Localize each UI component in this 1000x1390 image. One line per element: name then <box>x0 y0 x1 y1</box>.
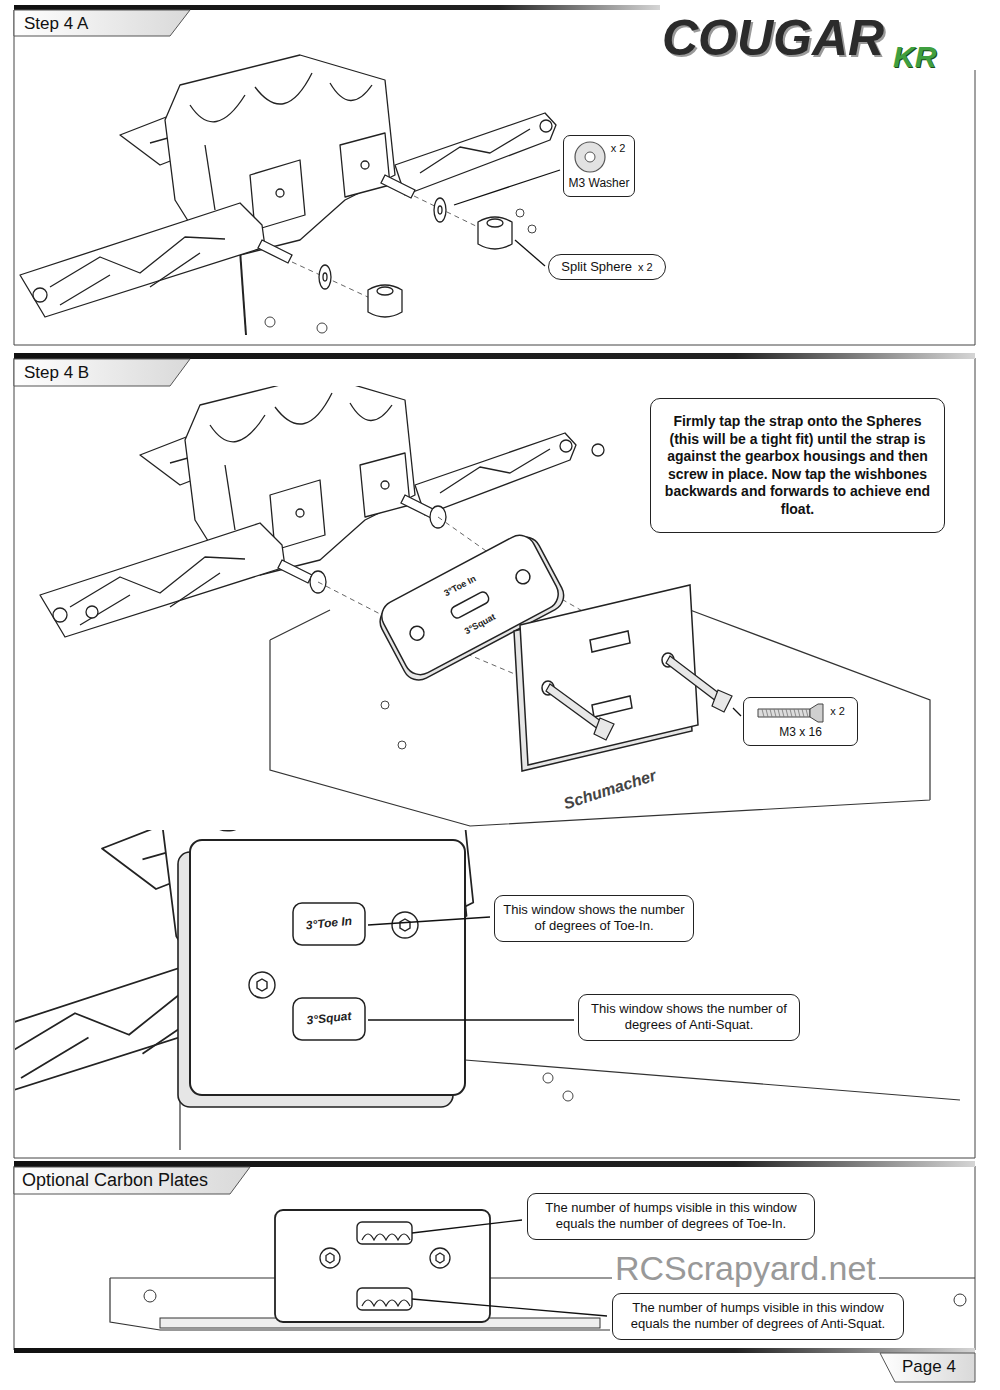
part-callout: x 2 M3 Washer <box>563 135 635 197</box>
callout-text: Split Sphere <box>561 259 632 275</box>
step-heading: Step 4 B <box>24 363 89 383</box>
washer-icon <box>573 140 607 174</box>
page-number: Page 4 <box>902 1357 956 1377</box>
part-callout: Split Sphere x 2 <box>548 254 666 280</box>
callout-text: M3 x 16 <box>750 725 851 740</box>
instruction-note: Firmly tap the strap onto the Spheres (t… <box>650 398 945 533</box>
callout-text: M3 Washer <box>568 176 630 191</box>
callout-text: The number of humps visible in this wind… <box>536 1200 806 1233</box>
callout-text: x 2 <box>830 705 845 719</box>
window-callout: This window shows the number of degrees … <box>578 994 800 1041</box>
header-bars <box>14 5 975 1382</box>
window-callout: This window shows the number of degrees … <box>494 895 694 942</box>
step-4a-drawing <box>20 55 560 335</box>
page-frame <box>14 10 975 1350</box>
callout-text: This window shows the number of degrees … <box>503 902 685 935</box>
logo-text: COUGAR <box>662 10 884 68</box>
closeup-drawing <box>15 830 960 1150</box>
callout-text: The number of humps visible in this wind… <box>621 1300 895 1333</box>
logo-text: KR <box>893 40 936 75</box>
callout-text: This window shows the number of degrees … <box>587 1001 791 1034</box>
callout-text: Firmly tap the strap onto the Spheres (t… <box>663 413 932 518</box>
step-heading: Step 4 A <box>24 14 88 34</box>
watermark: RCScrapyard.net <box>612 1249 879 1288</box>
screw-icon <box>756 703 826 723</box>
window-callout: The number of humps visible in this wind… <box>527 1193 815 1240</box>
part-callout: x 2 M3 x 16 <box>743 697 858 746</box>
section-heading: Optional Carbon Plates <box>22 1170 208 1191</box>
callout-text: x 2 <box>638 261 653 275</box>
window-callout: The number of humps visible in this wind… <box>612 1293 904 1340</box>
callout-text: x 2 <box>611 142 626 156</box>
brand-marking: Schumacher <box>561 766 658 813</box>
